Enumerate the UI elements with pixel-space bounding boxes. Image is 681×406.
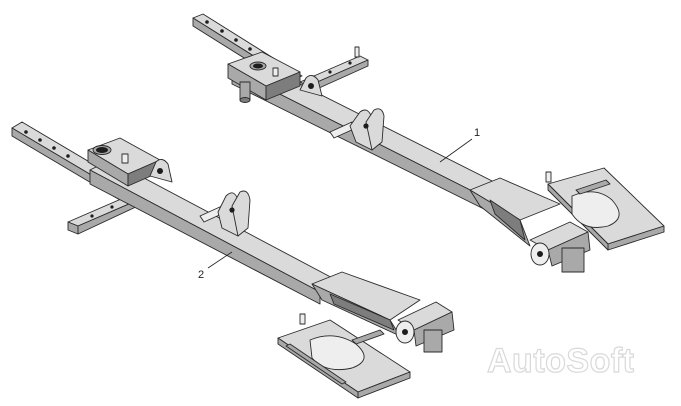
front-taper-2	[311, 271, 421, 337]
mount-block-1	[227, 51, 301, 103]
base-plate-2	[277, 313, 411, 399]
clevis-bracket-2	[199, 190, 251, 237]
watermark-text: AutoSoft	[487, 342, 635, 380]
frame-beam-part-2: 2	[11, 121, 455, 399]
base-plate-1	[545, 167, 665, 251]
callout-label-1: 1	[474, 127, 480, 139]
leader-line-1	[439, 138, 473, 163]
lifting-eye-2a	[149, 159, 173, 183]
clevis-bracket-1	[329, 108, 385, 151]
frame-beam-part-1: 1	[192, 13, 665, 273]
leader-line-2	[207, 251, 233, 269]
front-taper-1	[469, 177, 561, 247]
lifting-eye-1a	[299, 75, 323, 97]
pivot-tube-1	[529, 221, 591, 273]
callout-label-2: 2	[198, 269, 204, 281]
mount-block-2	[87, 137, 161, 187]
pivot-tube-2	[395, 301, 455, 353]
